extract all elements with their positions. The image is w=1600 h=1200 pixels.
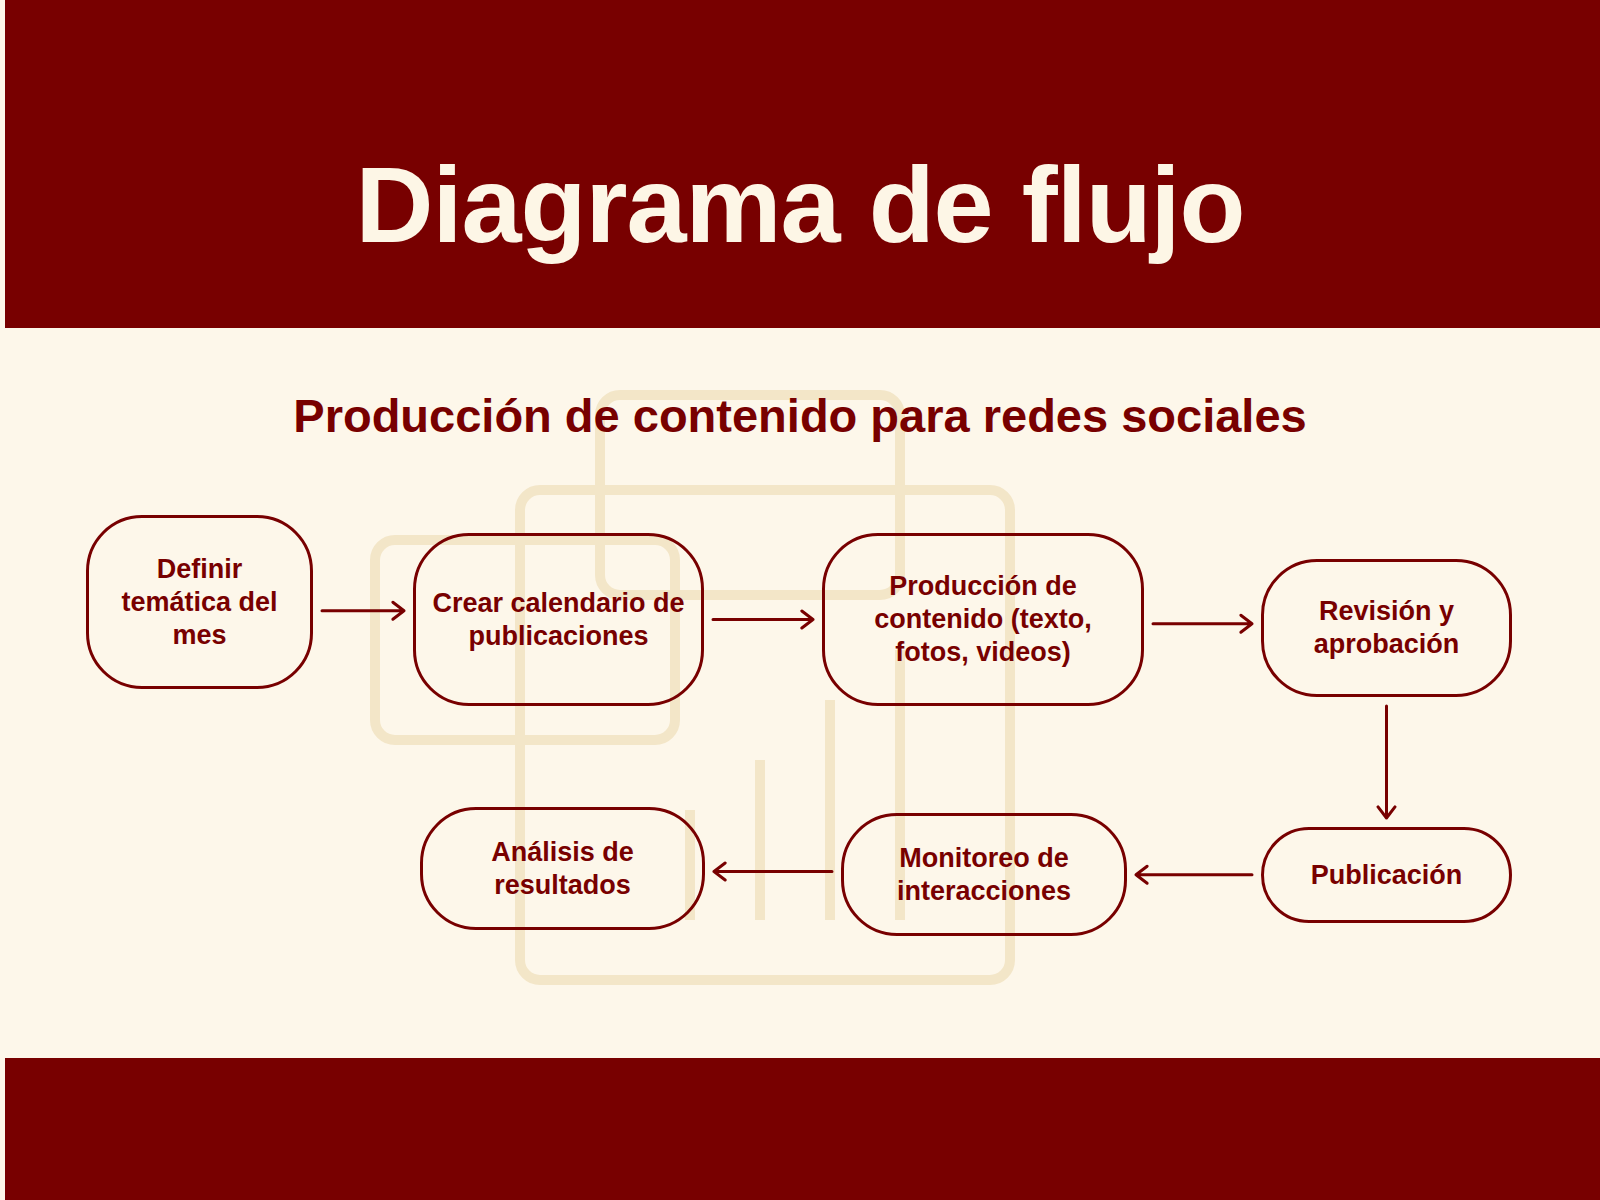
footer-band <box>5 1058 1600 1200</box>
process-box: Revisión y aprobación <box>1261 559 1512 697</box>
subtitle-label: Producción de contenido para redes socia… <box>0 386 1600 446</box>
process-box: Crear calendario de publicaciones <box>413 533 704 706</box>
flow-arrow <box>1378 706 1395 818</box>
box-text: Análisis de resultados <box>437 836 688 902</box>
flow-arrow <box>322 602 404 619</box>
process-box: Análisis de resultados <box>420 807 705 930</box>
box-text: Revisión y aprobación <box>1278 595 1495 661</box>
process-box: Definir temática del mes <box>86 515 313 689</box>
box-text: Definir temática del mes <box>103 553 296 652</box>
flow-arrow <box>1136 866 1252 883</box>
flow-arrow <box>1153 615 1252 632</box>
box-text: Monitoreo de interacciones <box>858 842 1110 908</box>
process-box: Producción de contenido (texto, fotos, v… <box>822 533 1144 706</box>
box-text: Publicación <box>1311 859 1463 892</box>
diagram-title: Diagrama de flujo <box>0 140 1600 270</box>
process-box: Monitoreo de interacciones <box>841 813 1127 936</box>
box-text: Crear calendario de publicaciones <box>430 587 687 653</box>
flow-arrow <box>714 863 832 880</box>
flow-arrow <box>713 611 813 628</box>
process-box: Publicación <box>1261 827 1512 923</box>
box-text: Producción de contenido (texto, fotos, v… <box>839 570 1127 669</box>
